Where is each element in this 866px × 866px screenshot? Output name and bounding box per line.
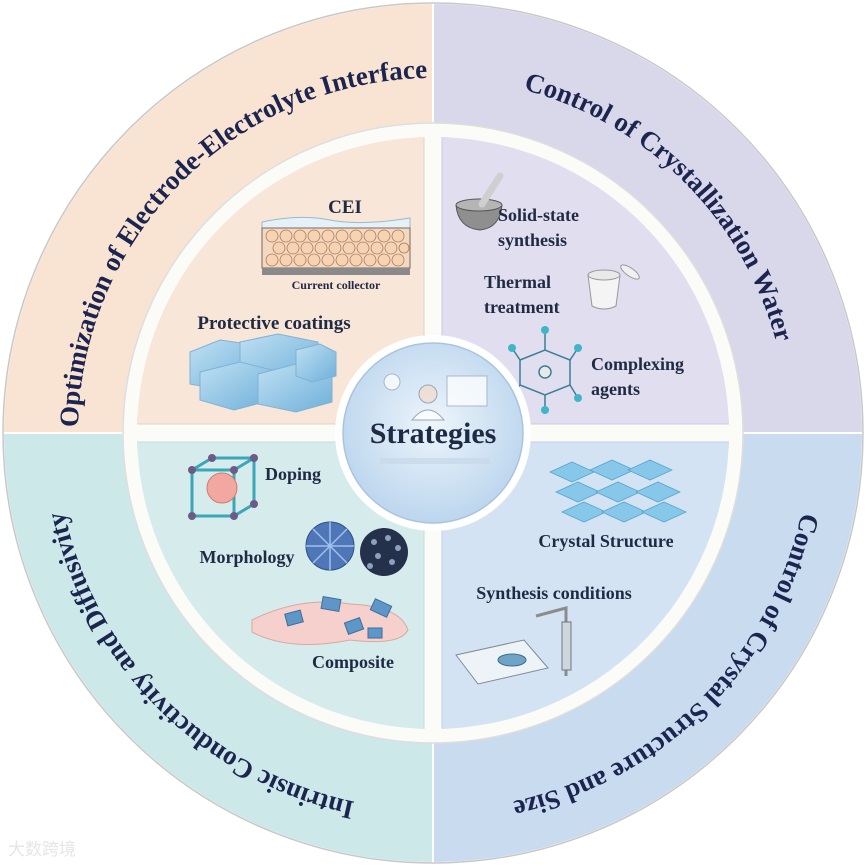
label-crystal-structure: Crystal Structure — [538, 531, 673, 551]
label-doping: Doping — [265, 464, 321, 484]
label-synthesis-conditions: Synthesis conditions — [476, 583, 632, 603]
molecule-icon — [508, 326, 582, 414]
label-agents: agents — [591, 379, 640, 399]
coating-cubes-illustration — [189, 333, 337, 413]
scientist-icon — [380, 373, 490, 464]
ph-meter-icon — [455, 606, 572, 685]
label-treatment: treatment — [484, 297, 560, 317]
label-protective-coatings: Protective coatings — [197, 313, 350, 334]
doping-cube-icon — [188, 454, 258, 520]
mortar-pestle-icon — [455, 172, 504, 231]
watermark-logo: 大数跨境 — [8, 840, 76, 860]
center-title: Strategies — [370, 417, 497, 450]
label-thermal: Thermal — [484, 272, 551, 292]
label-composite: Composite — [312, 652, 394, 672]
label-cei: CEI — [328, 197, 362, 218]
crystal-lattice-illustration — [549, 459, 687, 523]
label-solid-state: Solid-state — [498, 205, 579, 225]
label-synthesis: synthesis — [498, 230, 567, 250]
label-current-collector: Current collector — [292, 278, 381, 292]
cei-layer-illustration — [261, 216, 411, 275]
crucible-icon — [587, 264, 640, 310]
composite-illustration — [251, 595, 409, 645]
label-complexing: Complexing — [591, 354, 684, 374]
label-morphology: Morphology — [199, 547, 294, 567]
morphology-spheres-icon — [305, 521, 408, 576]
